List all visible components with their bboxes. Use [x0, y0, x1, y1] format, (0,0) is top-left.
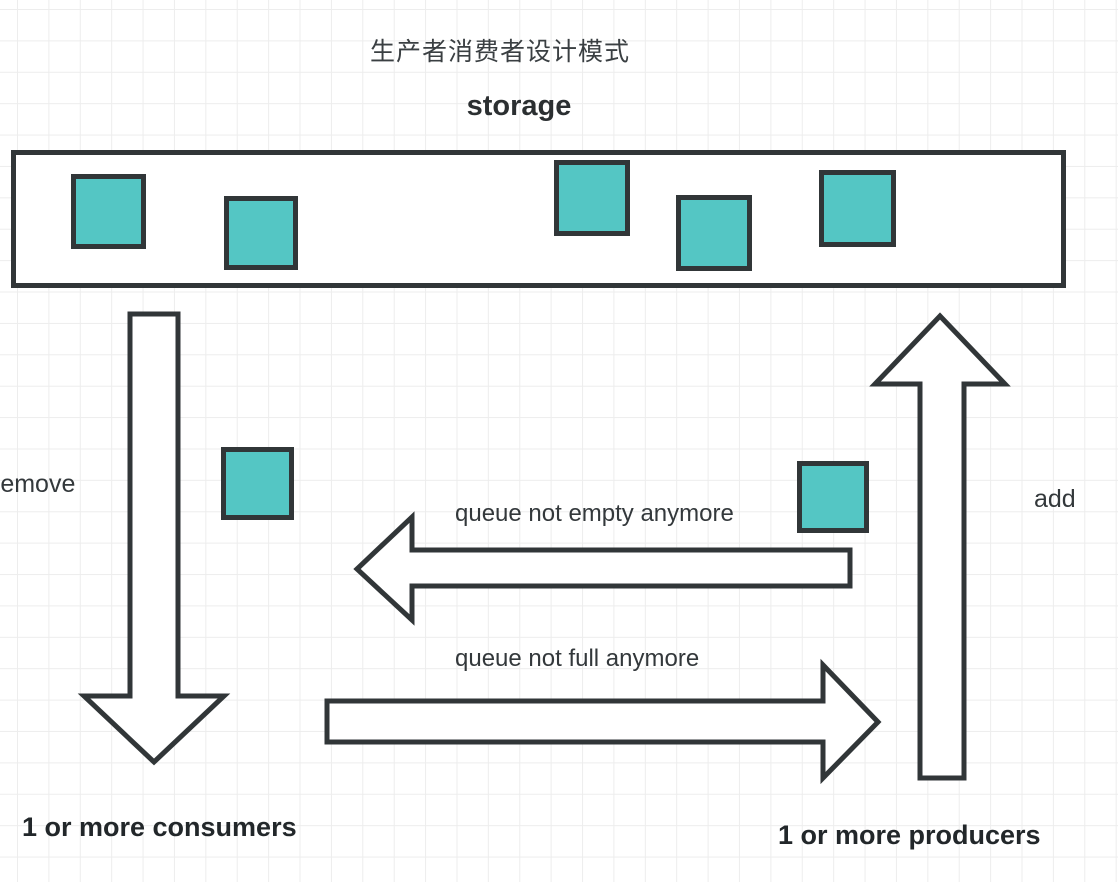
queue-not-full-label: queue not full anymore	[455, 645, 700, 672]
queue-item-1	[71, 174, 146, 249]
storage-label: storage	[466, 90, 572, 122]
consumers-label: 1 or more consumers	[22, 812, 297, 842]
queue-not-empty-left-arrow	[353, 511, 853, 626]
queue-item-producer-side	[797, 461, 869, 533]
producers-label: 1 or more producers	[778, 820, 1041, 850]
queue-item-consumer-side	[221, 447, 294, 520]
queue-item-5	[819, 170, 896, 247]
queue-item-3	[554, 160, 630, 236]
remove-down-arrow	[77, 311, 231, 766]
add-label: add	[1034, 485, 1076, 513]
storage-container	[11, 150, 1066, 288]
remove-label: remove	[0, 470, 76, 498]
queue-item-2	[224, 196, 298, 270]
add-up-arrow	[869, 312, 1011, 781]
queue-item-4	[676, 195, 752, 271]
queue-not-full-right-arrow	[324, 658, 882, 785]
diagram-title: 生产者消费者设计模式	[369, 38, 630, 66]
queue-not-empty-label: queue not empty anymore	[455, 500, 734, 527]
